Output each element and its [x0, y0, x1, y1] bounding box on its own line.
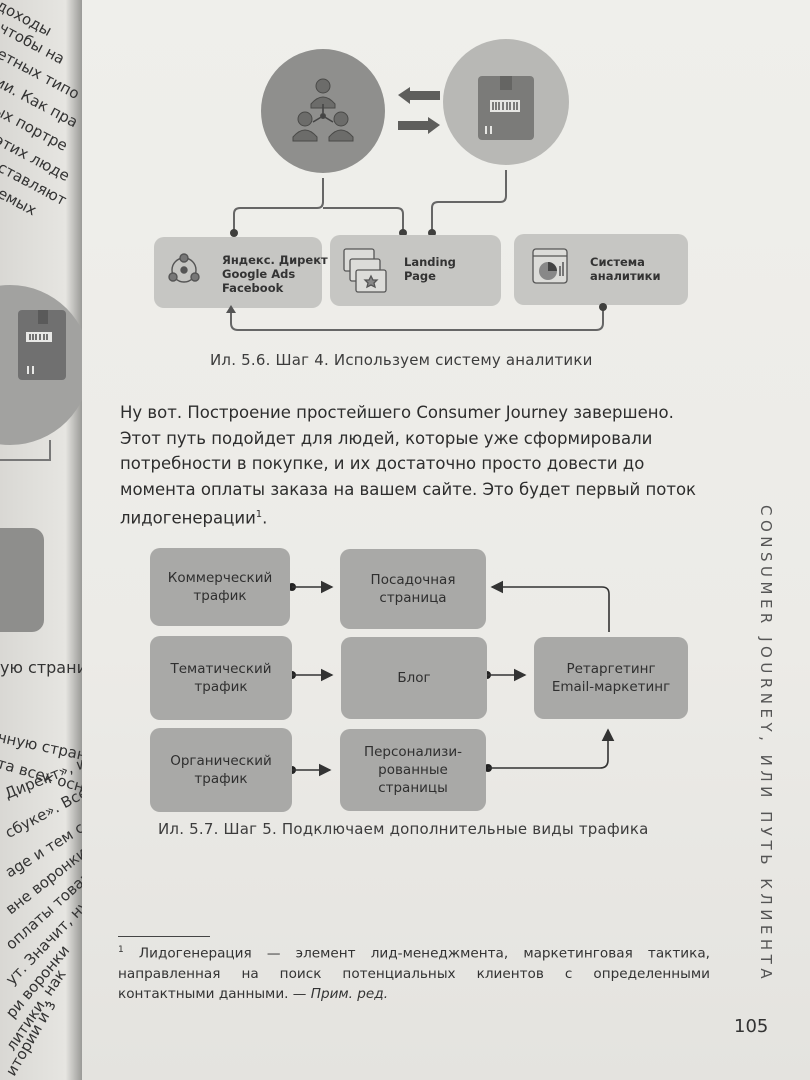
ads-pill-label: Яндекс. Директ Google Ads Facebook: [222, 253, 328, 295]
figure-5-6-diagram: [154, 39, 688, 331]
left-box-fragment: [0, 528, 44, 632]
people-icon: [292, 78, 354, 142]
blog-box: Блог: [341, 637, 487, 719]
analytics-pill-label: Система аналитики: [590, 255, 661, 283]
running-head: CONSUMER JOURNEY, ИЛИ ПУТЬ КЛИЕНТА: [757, 505, 775, 984]
figure-5-6-caption: Ил. 5.6. Шаг 4. Используем систему анали…: [210, 351, 593, 369]
landing-page-icon: [343, 248, 387, 293]
arrow-left-icon: [398, 87, 440, 104]
page-number: 105: [734, 1016, 769, 1037]
footnote-divider: [118, 936, 210, 937]
footnote: 1 Лидогенерация — элемент лид-менеджмент…: [118, 945, 710, 1002]
left-diagram-fragment: [0, 285, 82, 461]
body-paragraph: Ну вот. Построение простейшего Consumer …: [120, 403, 697, 528]
box-icon: [478, 76, 534, 140]
figure-5-7-caption: Ил. 5.7. Шаг 5. Подключаем дополнительны…: [158, 820, 649, 838]
footnote-reference: 1: [255, 509, 263, 520]
analytics-chart-icon: [532, 248, 568, 284]
network-icon: [168, 253, 200, 283]
left-page-edge: доходы , чтобы на ретных типо рии. Как п…: [0, 0, 82, 1080]
landing-pill-label: Landing Page: [404, 255, 456, 283]
ads-pill: [154, 237, 322, 308]
arrow-up-icon: [226, 305, 236, 313]
left-text-fragment: ую страницу: [0, 658, 82, 677]
arrow-right-icon: [398, 117, 440, 134]
book-page: Яндекс. Директ Google Ads Facebook Landi…: [82, 0, 810, 1080]
